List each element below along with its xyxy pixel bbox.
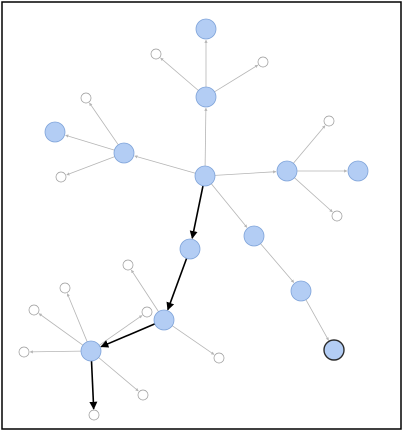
edge-path2-s_p2_t [130,269,159,312]
node-left_hub[interactable] [113,142,135,164]
edge-path3-s_p3_1 [38,313,84,346]
node-circle [55,171,67,183]
node-circle [276,160,298,182]
edge-path2-s_p2_b [171,325,215,355]
node-s_top_l[interactable] [150,48,162,60]
node-circle [122,259,134,271]
node-s_p3_4[interactable] [137,389,149,401]
edge-root-mid_top [204,107,208,167]
node-s_p3_1[interactable] [28,304,40,316]
node-circle [194,165,216,187]
edge-left_hub-s_left_t [89,102,119,146]
node-circle [59,282,71,294]
node-lower_right2[interactable] [290,280,312,302]
node-path3[interactable] [80,340,102,362]
node-circle [331,210,343,222]
node-path1[interactable] [179,238,201,260]
path-edge-path2-path3 [100,323,156,348]
node-circle [137,389,149,401]
edge-mid_top-s_top_l [160,57,199,91]
edge-left_hub-s_left_b [66,156,115,176]
node-s_right_b[interactable] [331,210,343,222]
edge-path3-s_p3_2 [66,293,88,342]
edge-root-right_hub [214,170,277,176]
node-right_far[interactable] [347,160,369,182]
node-circle [323,115,335,127]
node-s_p3_bottom[interactable] [88,409,100,421]
node-circle [150,48,162,60]
node-lower_right1[interactable] [243,225,265,247]
edges-layer [29,39,348,410]
node-s_p2_b[interactable] [213,352,225,364]
node-lower_right3[interactable] [323,339,345,361]
node-root[interactable] [194,165,216,187]
edge-left_hub-left_far [65,134,115,151]
edge-right_hub-s_right_t [293,125,326,164]
node-circle [80,92,92,104]
node-s_left_t[interactable] [80,92,92,104]
node-circle [28,304,40,316]
node-circle [153,309,175,331]
node-circle [44,121,66,143]
edge-right_hub-s_right_b [294,177,333,213]
node-circle [243,225,265,247]
node-circle [347,160,369,182]
node-circle [141,306,153,318]
node-circle [18,346,30,358]
node-s_p3_2[interactable] [59,282,71,294]
node-circle [80,340,102,362]
edge-path3-s_p3_3 [29,350,82,354]
path-edge-path3-s_p3_bottom [89,360,98,410]
edge-path3-s_p3_4 [98,357,139,392]
nodes-layer [18,18,369,421]
node-circle [290,280,312,302]
node-circle [195,86,217,108]
node-s_p3_3[interactable] [18,346,30,358]
node-s_p2_t[interactable] [122,259,134,271]
node-s_right_t[interactable] [323,115,335,127]
node-top[interactable] [195,18,217,40]
node-circle [113,142,135,164]
node-path2[interactable] [153,309,175,331]
node-right_hub[interactable] [276,160,298,182]
node-circle [179,238,201,260]
edge-lower_right1-lower_right2 [260,243,295,283]
node-circle [257,56,269,68]
edge-root-left_hub [134,155,196,174]
node-s_left_b[interactable] [55,171,67,183]
node-circle [213,352,225,364]
path-edge-path1-path2 [166,258,188,311]
node-s_p3_5[interactable] [141,306,153,318]
path-edge-root-path1 [189,185,204,239]
edge-root-lower_right1 [210,183,248,228]
node-circle [323,339,345,361]
node-circle [195,18,217,40]
edge-lower_right2-lower_right3 [305,299,329,341]
edge-mid_top-s_top_r [214,64,259,93]
node-left_far[interactable] [44,121,66,143]
node-s_top_r[interactable] [257,56,269,68]
node-mid_top[interactable] [195,86,217,108]
node-circle [88,409,100,421]
